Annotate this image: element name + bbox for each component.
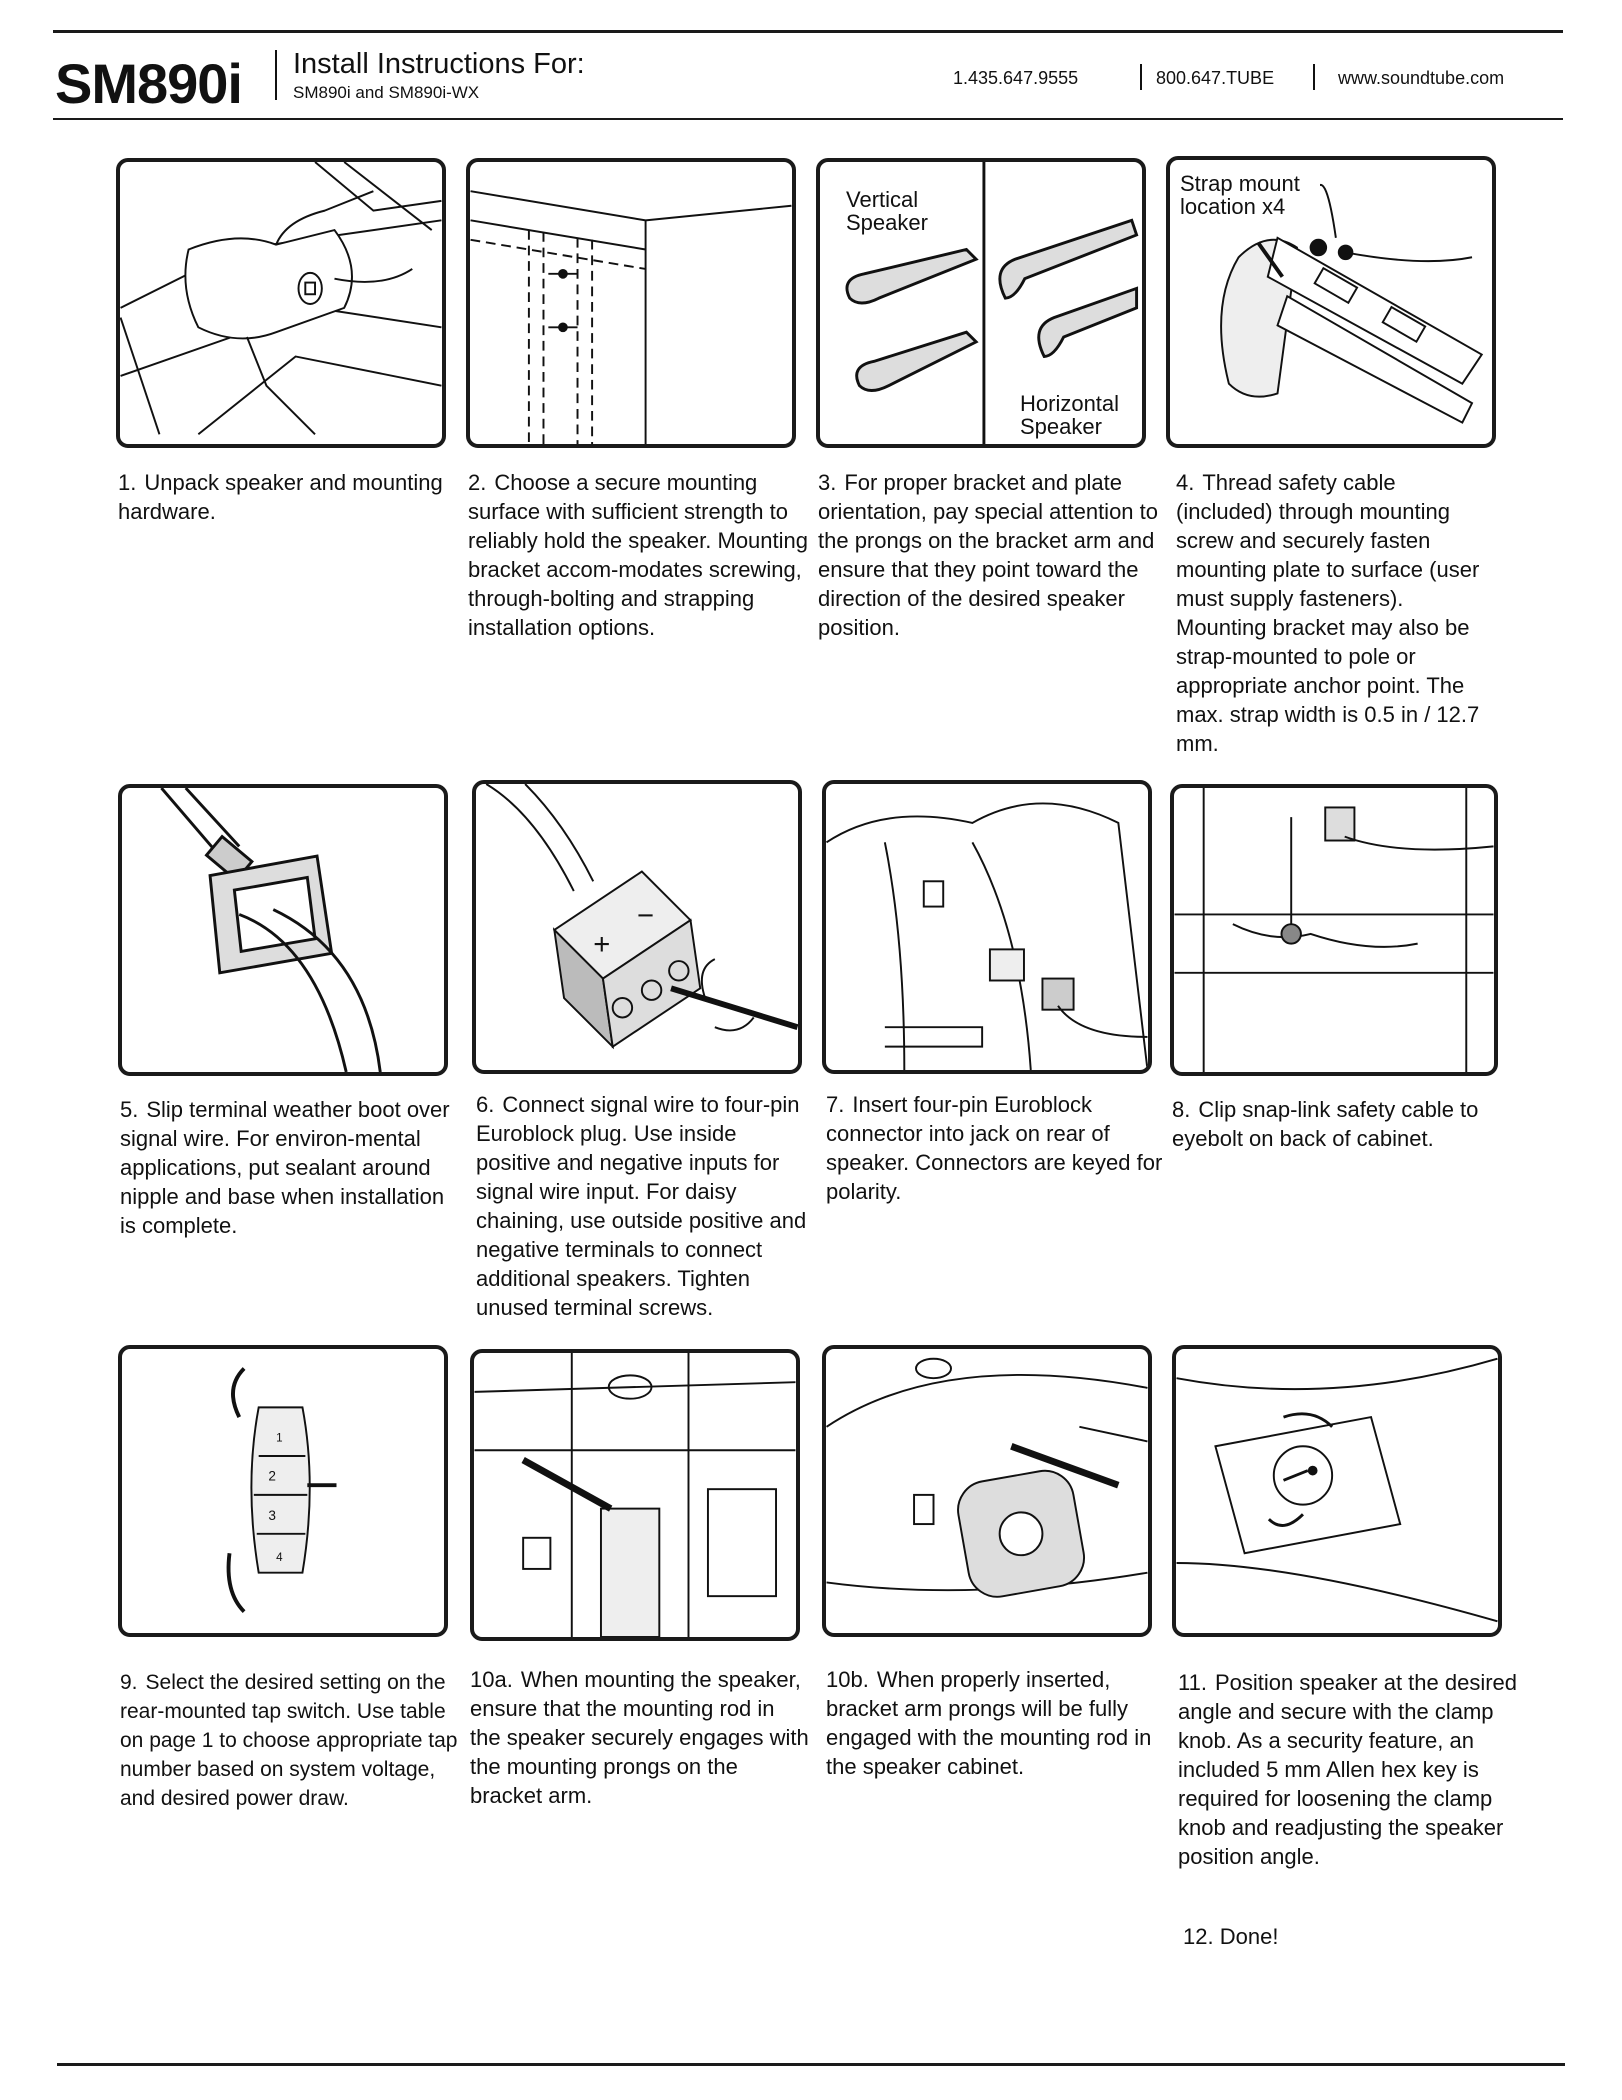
header-divider [275,50,277,100]
step-9-illustration: 1 2 3 4 [118,1345,448,1637]
step-4-illustration: Strap mount location x4 [1166,156,1496,448]
tap-number-2: 2 [268,1468,276,1483]
step-1-illustration [116,158,446,448]
website-link[interactable]: www.soundtube.com [1338,68,1504,89]
footer-rule [57,2063,1565,2066]
document-header: SM890i Install Instructions For: SM890i … [53,34,1563,118]
step-11-illustration [1172,1345,1502,1637]
step-12-done: 12. Done! [1183,1924,1278,1950]
model-number: SM890i [55,56,242,112]
step-10b-illustration [822,1345,1152,1637]
document-title: Install Instructions For: [293,48,585,81]
header-top-rule [53,30,1563,33]
horizontal-speaker-label: Horizontal Speaker [1020,392,1135,438]
step-7-caption: 7.Insert four-pin Euroblock connector in… [826,1090,1166,1206]
step-1-caption: 1.Unpack speaker and mounting hardware. [118,468,458,526]
phone-number-1: 1.435.647.9555 [953,68,1078,89]
step-2-caption: 2.Choose a secure mounting surface with … [468,468,808,642]
svg-text:+: + [593,929,610,961]
step-2-illustration [466,158,796,448]
step-5-caption: 5.Slip terminal weather boot over signal… [120,1095,460,1240]
step-10a-caption: 10a.When mounting the speaker, ensure th… [470,1665,810,1810]
step-3-illustration: Vertical Speaker Horizontal Speaker [816,158,1146,448]
document-subtitle: SM890i and SM890i-WX [293,83,585,103]
step-6-caption: 6.Connect signal wire to four-pin Eurobl… [476,1090,816,1322]
contact-divider-1 [1140,64,1142,90]
step-6-illustration: + − [472,780,802,1074]
contact-divider-2 [1313,64,1315,90]
tap-number-1: 1 [276,1431,282,1444]
phone-number-2: 800.647.TUBE [1156,68,1274,89]
step-8-illustration [1170,784,1498,1076]
step-9-caption: 9.Select the desired setting on the rear… [120,1668,465,1813]
header-bottom-rule [53,118,1563,120]
step-3-caption: 3.For proper bracket and plate orientati… [818,468,1158,642]
title-block: Install Instructions For: SM890i and SM8… [293,48,585,103]
step-4-caption: 4.Thread safety cable (included) through… [1176,468,1486,758]
step-11-caption: 11.Position speaker at the desired angle… [1178,1668,1518,1871]
step-7-illustration [822,780,1152,1074]
step-8-caption: 8.Clip snap-link safety cable to eyebolt… [1172,1095,1492,1153]
step-10b-caption: 10b.When properly inserted, bracket arm … [826,1665,1166,1781]
tap-number-4: 4 [276,1551,283,1564]
svg-text:−: − [637,900,654,932]
step-10a-illustration [470,1349,800,1641]
tap-number-3: 3 [268,1508,276,1523]
step-5-illustration [118,784,448,1076]
strap-mount-label: Strap mount location x4 [1180,172,1320,218]
vertical-speaker-label: Vertical Speaker [846,188,956,234]
